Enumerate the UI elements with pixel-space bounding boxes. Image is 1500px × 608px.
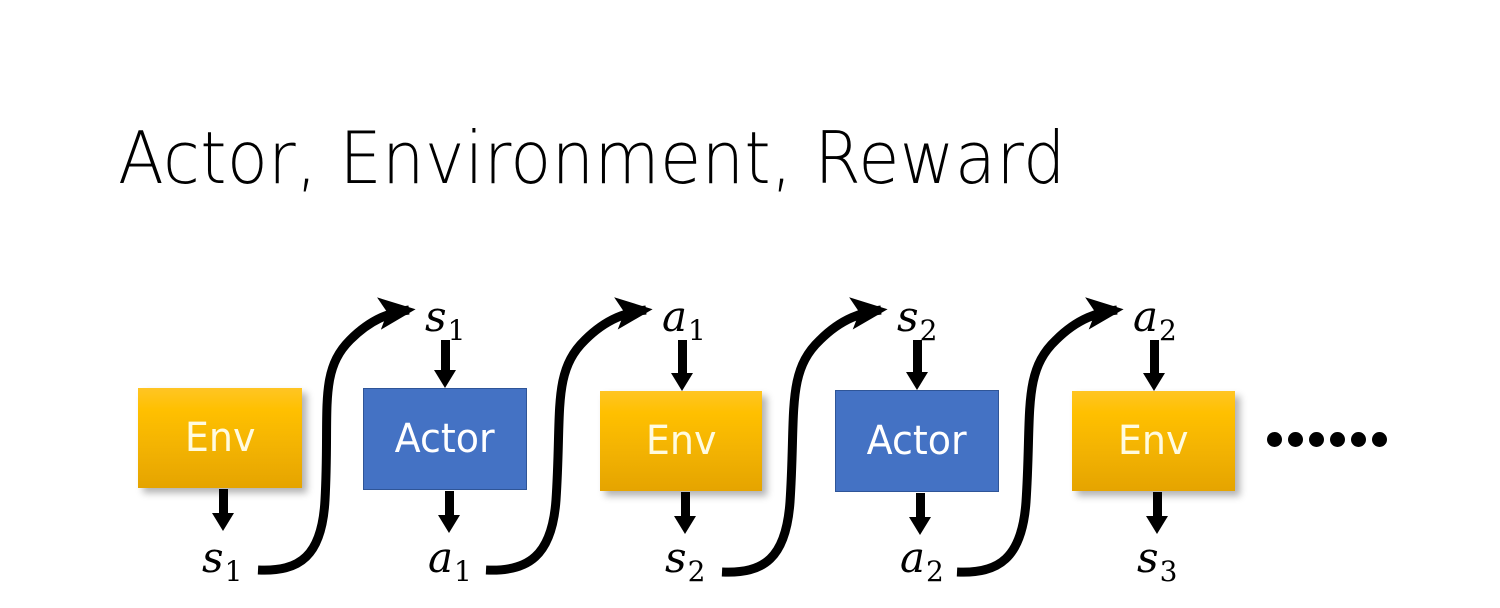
ellipsis-dot (1288, 432, 1303, 447)
math-label-bot-s1: s1 (202, 537, 242, 589)
math-subscript: 1 (224, 555, 243, 588)
arrow-arrow-into-actor-1 (434, 340, 456, 388)
math-label-bot-a1: a1 (428, 537, 472, 589)
arrow-arrow-out-actor-2 (909, 493, 931, 535)
arrow-shaft (681, 492, 690, 518)
arrow-arrow-out-env-3 (1146, 492, 1168, 534)
math-label-top-a1: a1 (662, 296, 706, 348)
arrow-arrow-into-env-2 (671, 340, 693, 391)
math-label-bot-a2: a2 (900, 537, 944, 589)
node-label: Actor (394, 416, 495, 462)
math-subscript: 2 (687, 555, 706, 588)
math-label-bot-s3: s3 (1137, 537, 1177, 589)
arrow-shaft (441, 340, 450, 372)
arrow-head-icon (671, 373, 693, 391)
arrow-head-icon (906, 372, 928, 390)
math-base: s (1137, 533, 1159, 582)
arrow-shaft (219, 489, 228, 515)
math-base: s (202, 533, 224, 582)
node-label: Env (1118, 418, 1189, 464)
arrow-arrow-out-env-1 (212, 489, 234, 531)
ellipsis-dot (1309, 432, 1324, 447)
ellipsis-dot (1330, 432, 1345, 447)
math-subscript: 2 (1159, 314, 1177, 347)
arrow-shaft (445, 491, 454, 517)
math-label-bot-s2: s2 (665, 537, 705, 589)
math-subscript: 2 (919, 314, 938, 347)
ellipsis-dot (1372, 432, 1387, 447)
math-subscript: 1 (688, 314, 706, 347)
math-label-top-s2: s2 (897, 296, 937, 348)
math-base: a (900, 533, 926, 582)
math-subscript: 2 (926, 555, 944, 588)
arrow-arrow-out-env-2 (674, 492, 696, 534)
arrow-shaft (1150, 340, 1159, 375)
arrow-head-icon (212, 513, 234, 531)
ellipsis-dot (1267, 432, 1282, 447)
arrow-arrow-into-actor-2 (906, 340, 928, 390)
node-env-2[interactable]: Env (600, 391, 762, 491)
math-base: a (662, 292, 688, 341)
node-env-3[interactable]: Env (1072, 391, 1235, 491)
math-base: s (897, 292, 919, 341)
arrow-shaft (916, 493, 925, 519)
math-subscript: 3 (1159, 555, 1178, 588)
arrow-head-icon (1146, 516, 1168, 534)
arrow-head-icon (1143, 373, 1165, 391)
arrow-head-icon (438, 515, 460, 533)
arrow-head-icon (674, 516, 696, 534)
node-actor-2[interactable]: Actor (835, 390, 999, 492)
math-base: s (665, 533, 687, 582)
page-title: Actor, Environment, Reward (118, 116, 1066, 200)
math-base: a (1133, 292, 1159, 341)
math-subscript: 1 (454, 555, 472, 588)
arrow-shaft (1153, 492, 1162, 518)
node-actor-1[interactable]: Actor (363, 388, 527, 490)
node-env-1[interactable]: Env (138, 388, 302, 488)
ellipsis-dot (1351, 432, 1366, 447)
ellipsis-continuation (1267, 432, 1387, 447)
math-base: s (425, 292, 447, 341)
math-label-top-a2: a2 (1133, 296, 1177, 348)
arrow-shaft (913, 340, 922, 374)
math-subscript: 1 (447, 314, 466, 347)
arrow-head-icon (434, 370, 456, 388)
node-label: Env (184, 415, 256, 461)
arrow-arrow-out-actor-1 (438, 491, 460, 533)
arrow-head-icon (909, 517, 931, 535)
math-base: a (428, 533, 454, 582)
arrow-shaft (678, 340, 687, 375)
math-label-top-s1: s1 (425, 296, 465, 348)
node-label: Actor (866, 418, 967, 464)
node-label: Env (645, 418, 717, 464)
arrow-arrow-into-env-3 (1143, 340, 1165, 391)
